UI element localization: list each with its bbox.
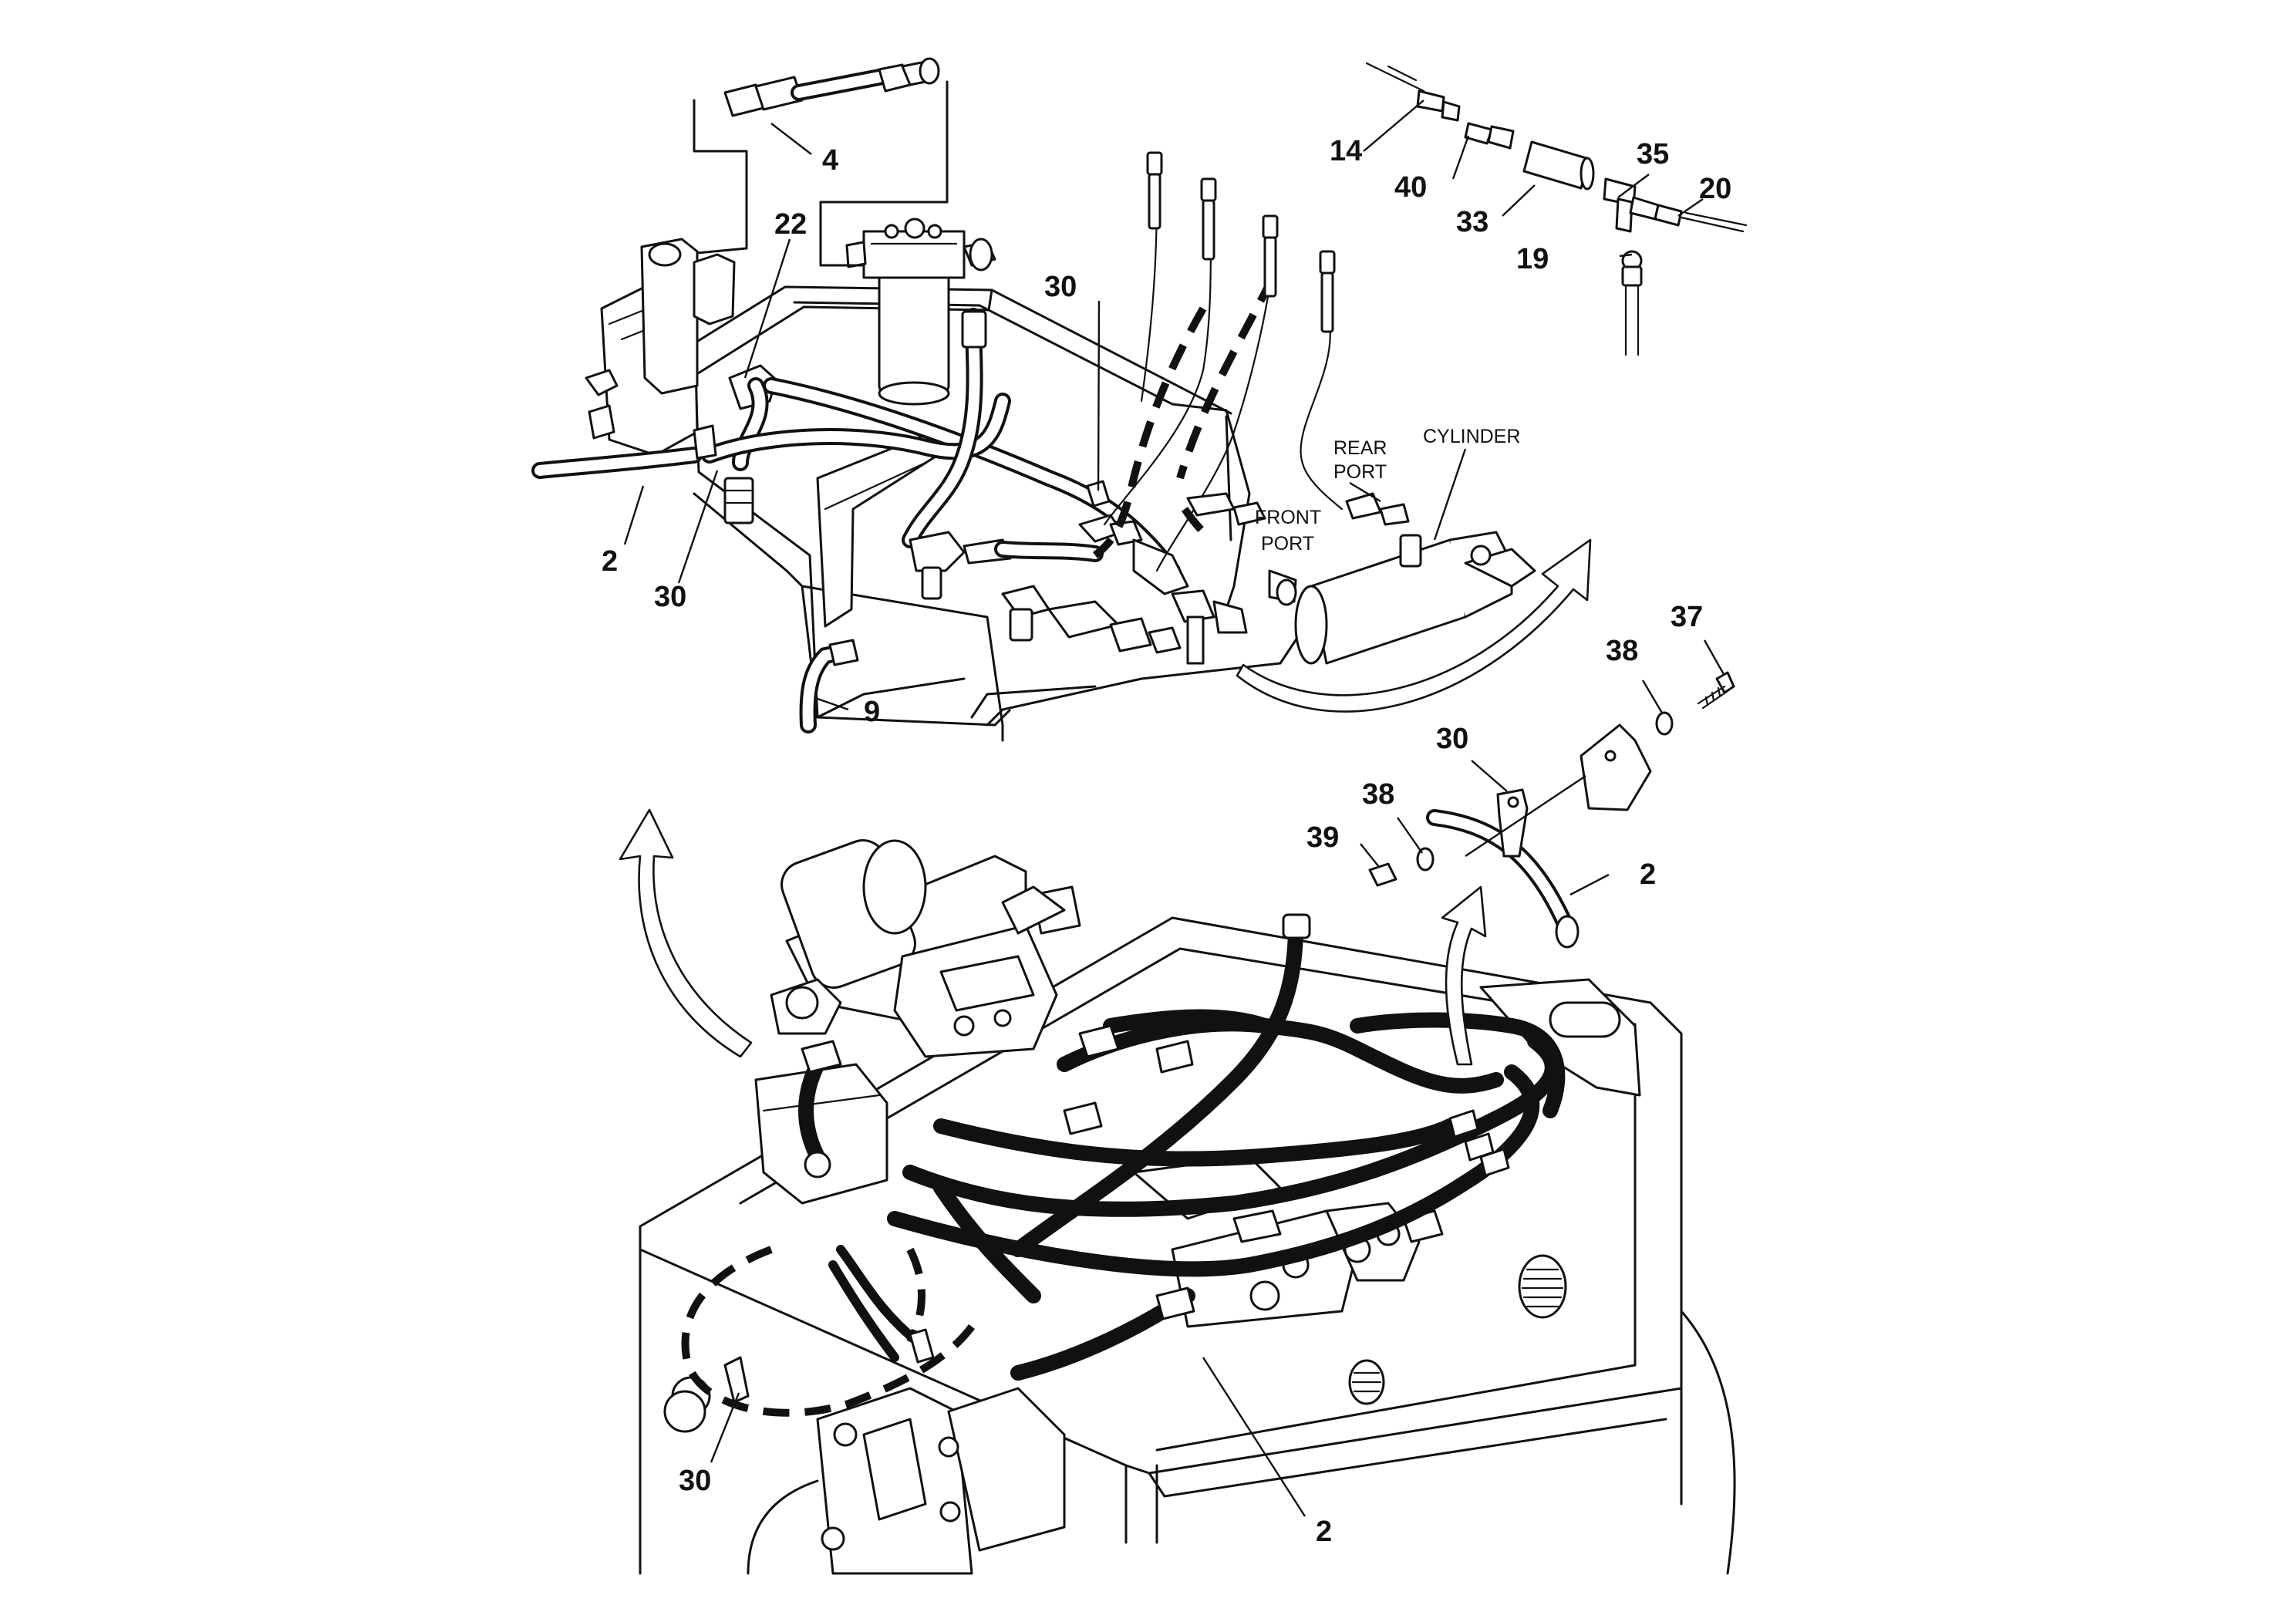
callout-numbers: 4 22 30 2 30 9 14 40 33 35 20 19 37 38 3…: [602, 135, 1731, 1548]
hose-fitting-icon: [961, 310, 987, 349]
curved-arrow-icon: [1441, 885, 1487, 1066]
cylinder-icon: [1276, 531, 1536, 665]
port-fittings: [1186, 492, 1410, 603]
hose-run-up-4: [1300, 322, 1344, 511]
callout-38-lower: 38: [1362, 778, 1394, 811]
curved-arrow-icon: [1236, 538, 1592, 713]
cylinder-label: CYLINDER: [1423, 426, 1520, 447]
bracket-icon: [693, 424, 1111, 508]
callout-19: 19: [1516, 243, 1549, 275]
front-port-label-line2: PORT: [1261, 533, 1314, 555]
clamp-30: [1496, 788, 1529, 858]
leader-lines: [623, 99, 1726, 1517]
callout-2-clamp: 2: [1640, 858, 1656, 891]
elbow-fitting-22: [723, 364, 777, 524]
hose-couplings: [801, 913, 1510, 1320]
dashed-hose-rear-port: [1176, 275, 1276, 480]
phantom-link-lines: [693, 80, 949, 267]
hose-run-up-2: [1103, 230, 1212, 526]
callout-22: 22: [774, 208, 807, 241]
callout-14: 14: [1330, 135, 1362, 167]
callout-39: 39: [1306, 821, 1339, 854]
callout-40: 40: [1394, 171, 1427, 204]
dashed-hose-front-port: [1092, 306, 1207, 558]
front-port-label-line1: FRONT: [1255, 507, 1321, 528]
nut-icon: [1368, 862, 1397, 887]
washer-icon: [1416, 847, 1435, 872]
callout-35: 35: [1637, 138, 1669, 170]
lower-assembly: [619, 808, 1736, 1575]
callout-30-upper: 30: [1044, 271, 1077, 303]
callout-30-lower: 30: [679, 1465, 711, 1497]
callout-30-clamp: 30: [1436, 723, 1468, 755]
upper-frame-tray: [663, 285, 1313, 742]
callout-38-upper: 38: [1606, 635, 1638, 667]
hose-4: [723, 57, 940, 117]
bolt-icon: [1697, 671, 1735, 710]
hose-bundle: [798, 918, 1566, 1381]
callout-4: 4: [822, 144, 838, 177]
hydraulic-filter-icon: [845, 218, 996, 406]
washer-icon: [1655, 711, 1674, 736]
callout-30-left: 30: [654, 581, 686, 613]
rear-port-label-line2: PORT: [1333, 461, 1387, 483]
exploded-tee-assembly: [1365, 62, 1748, 356]
hose-run-up-3: [1155, 265, 1274, 572]
tee-valve-fitting: [909, 531, 1104, 600]
bracket-plate: [1580, 723, 1652, 811]
callout-20: 20: [1699, 173, 1731, 205]
pump-motor-assembly: [754, 839, 1081, 1205]
lower-frame: [723, 1328, 1066, 1575]
inline-fittings-row: [1001, 514, 1248, 665]
callout-2-lower: 2: [1316, 1516, 1332, 1548]
curved-arrow-icon: [619, 808, 753, 1058]
callout-9: 9: [864, 696, 880, 728]
vertical-tube-fittings: [1146, 151, 1336, 333]
callout-37: 37: [1671, 601, 1703, 633]
callout-33: 33: [1456, 206, 1489, 238]
dashed-hose-loop: [681, 1246, 975, 1417]
callout-2-upper: 2: [602, 545, 618, 578]
elbow-hose-9: [799, 639, 859, 733]
clamp-hardware-exploded: [1368, 671, 1735, 949]
upper-assembly: REAR PORT CYLINDER FRONT PORT: [531, 57, 1748, 742]
rear-port-label-line1: REAR: [1333, 437, 1387, 459]
left-mount-block: [585, 238, 736, 457]
